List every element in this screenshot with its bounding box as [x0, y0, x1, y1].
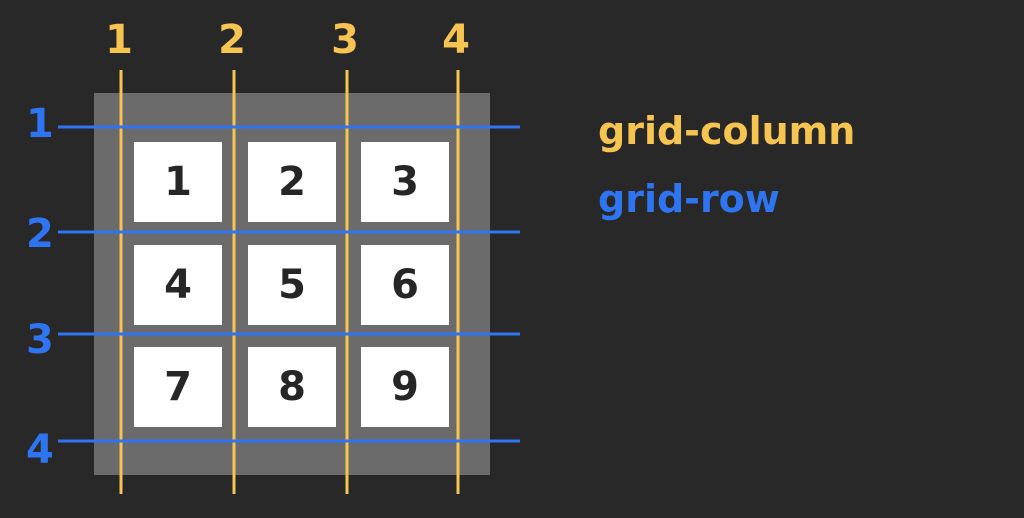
row-line [58, 439, 520, 443]
column-line [119, 70, 123, 494]
row-line [58, 230, 520, 234]
column-line [456, 70, 460, 494]
row-line [58, 332, 520, 336]
column-line-number: 4 [442, 17, 470, 63]
column-line-number: 2 [218, 17, 246, 63]
column-line-number: 3 [331, 17, 359, 63]
row-line-number: 1 [26, 101, 54, 147]
legend-grid-column: grid-column [598, 109, 856, 153]
grid-cell: 9 [361, 347, 449, 427]
grid-cell: 2 [248, 142, 336, 222]
grid-cell: 1 [134, 142, 222, 222]
row-line-number: 2 [26, 211, 54, 257]
column-line [345, 70, 349, 494]
grid-cell: 4 [134, 245, 222, 325]
row-line-number: 4 [26, 427, 54, 473]
column-line-number: 1 [105, 17, 133, 63]
grid-cell: 5 [248, 245, 336, 325]
row-line [58, 125, 520, 129]
grid-cell: 7 [134, 347, 222, 427]
row-line-number: 3 [26, 317, 54, 363]
grid-cell: 8 [248, 347, 336, 427]
grid-cell: 6 [361, 245, 449, 325]
column-line [232, 70, 236, 494]
grid-cell: 3 [361, 142, 449, 222]
legend-grid-row: grid-row [598, 177, 780, 221]
